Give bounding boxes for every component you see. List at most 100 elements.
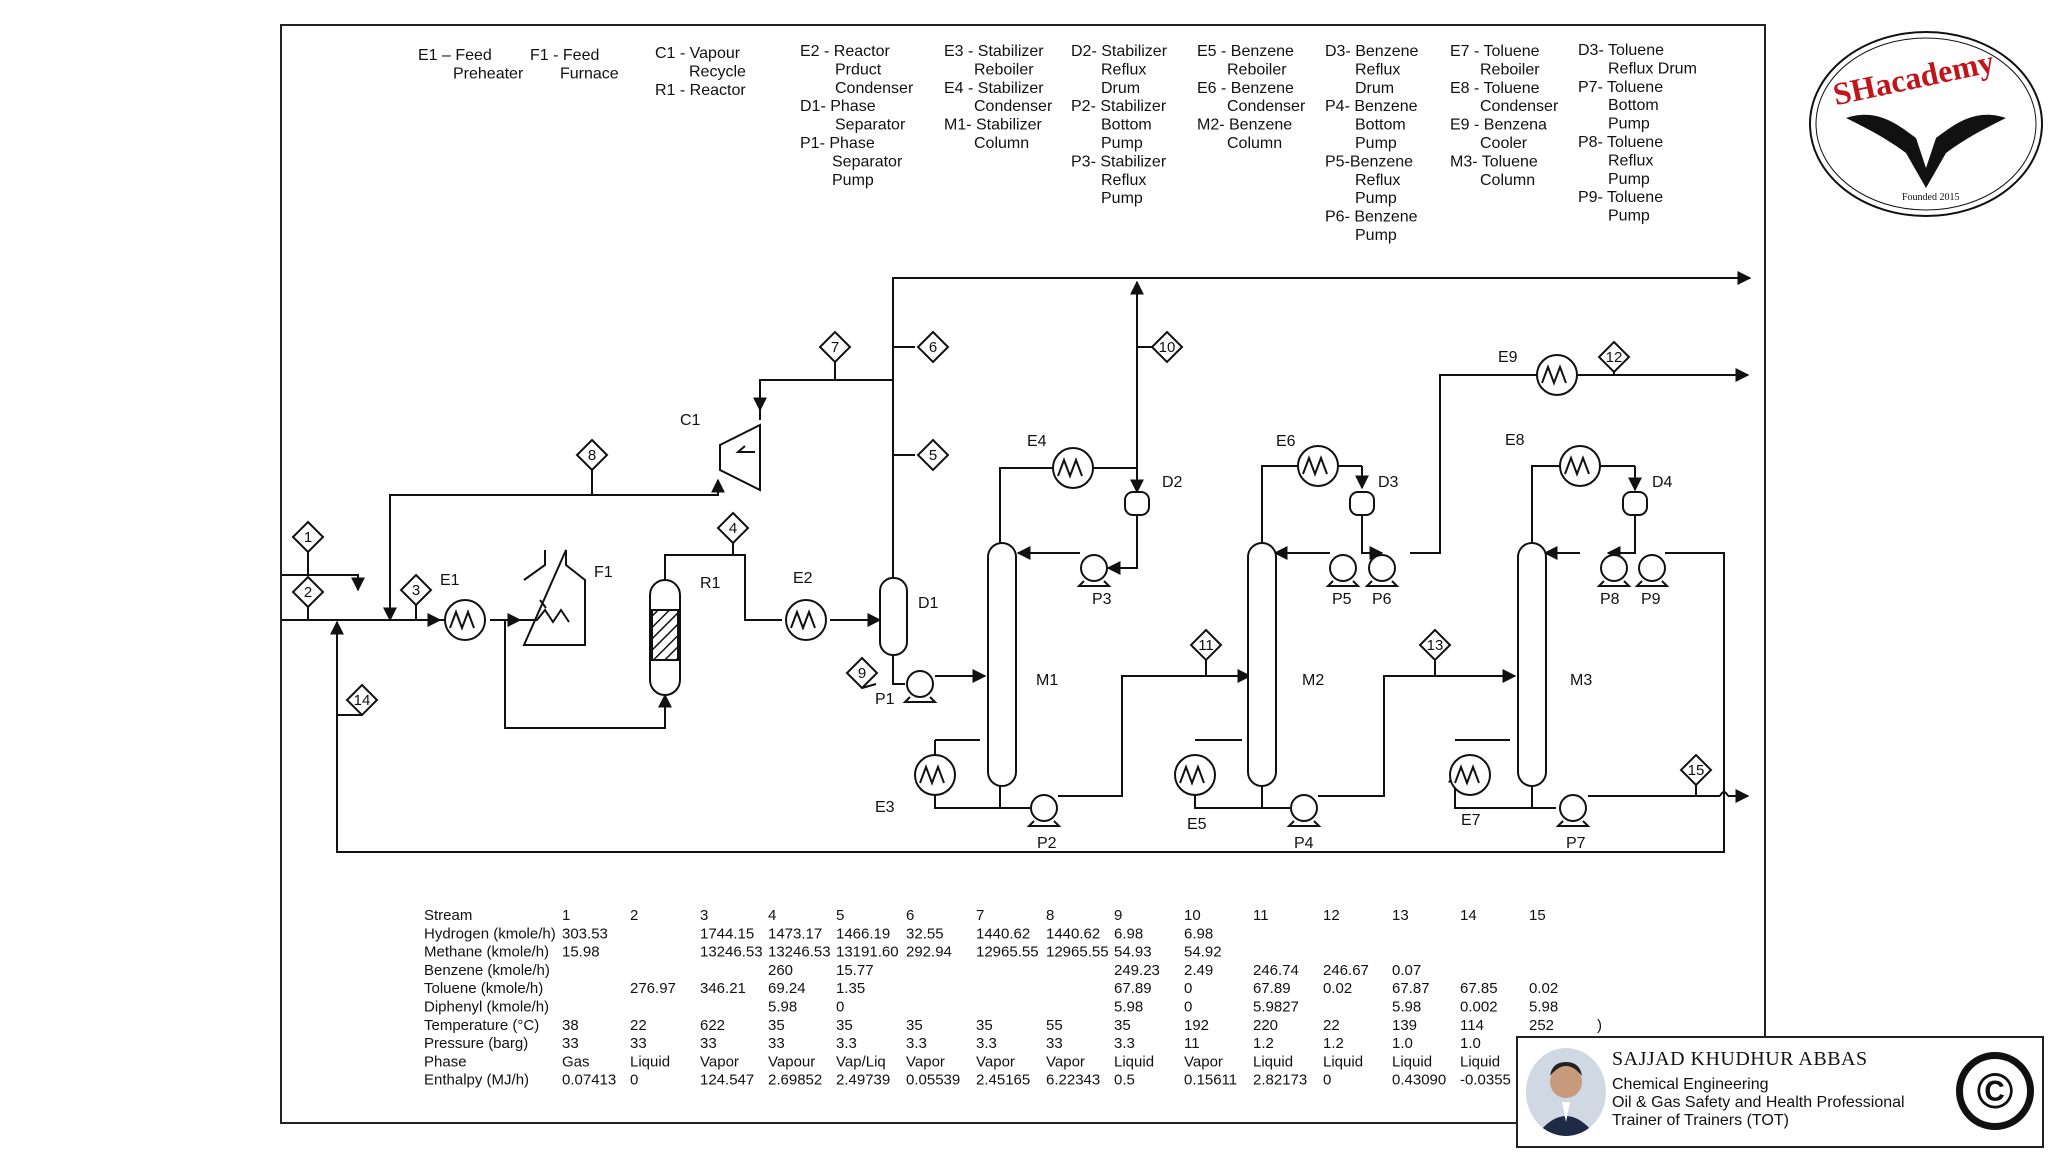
table-header-cell: 13 xyxy=(1392,907,1409,924)
legend-line: Bottom xyxy=(1608,97,1659,114)
legend-line: Condenser xyxy=(835,80,914,97)
table-cell: 35 xyxy=(836,1017,853,1034)
p8-pump-icon xyxy=(1600,554,1628,582)
stream-tag-number: 1 xyxy=(304,529,312,546)
label-c1: C1 xyxy=(680,412,701,429)
stream-tag-1: 1 xyxy=(291,520,325,554)
legend-line: Reflux xyxy=(1355,172,1400,189)
table-cell: 192 xyxy=(1184,1017,1209,1034)
author-credit-box: SAJJAD KHUDHUR ABBAS Chemical Engineerin… xyxy=(1516,1036,2044,1148)
table-cell: 1440.62 xyxy=(976,925,1030,942)
legend-line: E6 - Benzene xyxy=(1197,80,1294,97)
m2-column-icon xyxy=(1247,542,1277,787)
stream-tag-number: 5 xyxy=(929,447,937,464)
table-cell: 1466.19 xyxy=(836,925,890,942)
f1-furnace-icon xyxy=(522,549,586,646)
table-cell: 67.85 xyxy=(1460,980,1498,997)
table-cell: 292.94 xyxy=(906,944,952,961)
m2-bottom-line xyxy=(1261,786,1290,809)
diagram-frame xyxy=(280,24,1766,1124)
label-e6: E6 xyxy=(1276,433,1296,450)
table-cell: 0.02 xyxy=(1529,980,1558,997)
stream-11-line xyxy=(1058,675,1250,797)
legend-line: D3- Benzene xyxy=(1325,43,1418,60)
table-cell: 13191.60 xyxy=(836,944,899,961)
table-cell: Liquid xyxy=(630,1053,670,1070)
author-avatar xyxy=(1526,1048,1606,1136)
label-d1: D1 xyxy=(918,595,939,612)
label-e2: E2 xyxy=(793,570,813,587)
table-cell: Liquid xyxy=(1323,1053,1363,1070)
legend-line: P7- Toluene xyxy=(1578,79,1663,96)
c1-compressor-icon xyxy=(719,423,761,492)
table-header-cell: Stream xyxy=(424,907,472,924)
table-cell: 2.49 xyxy=(1184,962,1213,979)
stream-tag-number: 2 xyxy=(304,584,312,601)
d2-drum-icon xyxy=(1124,491,1150,516)
table-cell: 32.55 xyxy=(906,925,944,942)
stream-tag-4: 4 xyxy=(716,511,750,545)
logo-founded: Founded 2015 xyxy=(1902,192,1960,203)
table-cell: 622 xyxy=(700,1017,725,1034)
table-cell: 6.98 xyxy=(1114,925,1143,942)
table-cell: 67.89 xyxy=(1114,980,1152,997)
table-cell: 0 xyxy=(630,1072,638,1089)
table-cell: 2.45165 xyxy=(976,1072,1030,1089)
table-cell: 67.87 xyxy=(1392,980,1430,997)
table-cell: Liquid xyxy=(1253,1053,1293,1070)
table-cell: 139 xyxy=(1392,1017,1417,1034)
legend-line: Pump xyxy=(1355,227,1397,244)
label-p2: P2 xyxy=(1037,835,1057,852)
legend-line: P1- Phase xyxy=(800,135,875,152)
label-m2: M2 xyxy=(1302,672,1324,689)
stream-tag-number: 8 xyxy=(588,447,596,464)
table-cell: Liquid xyxy=(1460,1053,1500,1070)
label-e4: E4 xyxy=(1027,433,1047,450)
copyright-icon: © xyxy=(1956,1052,2034,1130)
stream-tag-3: 3 xyxy=(399,573,433,607)
table-cell: 2.82173 xyxy=(1253,1072,1307,1089)
legend-line: Separator xyxy=(835,117,906,134)
p3-pump-icon xyxy=(1080,554,1108,582)
p7-pump-icon xyxy=(1559,794,1587,822)
legend-line: E1 – Feed xyxy=(418,47,492,64)
label-f1: F1 xyxy=(594,564,613,581)
author-line-3: Trainer of Trainers (TOT) xyxy=(1612,1112,1789,1129)
table-cell: 13246.53 xyxy=(768,944,831,961)
stream-tag-number: 14 xyxy=(354,692,371,709)
stream-tag-number: 12 xyxy=(1606,349,1623,366)
stream-tag-8: 8 xyxy=(575,438,609,472)
table-cell: 67.89 xyxy=(1253,980,1291,997)
table-cell: 124.547 xyxy=(700,1072,754,1089)
d1-separator-icon xyxy=(879,577,908,656)
table-header-cell: 1 xyxy=(562,907,570,924)
stream-tag-number: 11 xyxy=(1198,637,1214,654)
table-cell: 35 xyxy=(976,1017,993,1034)
table-header-cell: 12 xyxy=(1323,907,1340,924)
label-r1: R1 xyxy=(700,575,721,592)
table-row-label: Methane (kmole/h) xyxy=(424,944,549,961)
table-cell: Vapor xyxy=(976,1053,1015,1070)
legend-line: Reflux Drum xyxy=(1608,60,1697,77)
d4-drum-icon xyxy=(1622,491,1648,516)
table-cell: 22 xyxy=(630,1017,647,1034)
stream-7-line xyxy=(759,379,893,420)
legend-line: Preheater xyxy=(453,65,524,82)
table-cell: Vapor xyxy=(1046,1053,1085,1070)
table-cell: 246.74 xyxy=(1253,962,1299,979)
label-d4: D4 xyxy=(1652,474,1673,491)
m2-overhead-line xyxy=(1261,465,1300,543)
table-row-label: Pressure (barg) xyxy=(424,1035,528,1052)
table-cell: 5.98 xyxy=(1529,999,1558,1016)
legend-line: C1 - Vapour xyxy=(655,45,741,62)
label-p8: P8 xyxy=(1600,591,1620,608)
legend-line: Drum xyxy=(1101,80,1140,97)
table-cell: 33 xyxy=(700,1035,717,1052)
table-cell: 54.93 xyxy=(1114,944,1152,961)
legend-line: D1- Phase xyxy=(800,98,876,115)
table-cell: 1.2 xyxy=(1323,1035,1344,1052)
diamond-icon xyxy=(916,330,950,364)
label-p3: P3 xyxy=(1092,591,1112,608)
legend-line: Pump xyxy=(1355,135,1397,152)
